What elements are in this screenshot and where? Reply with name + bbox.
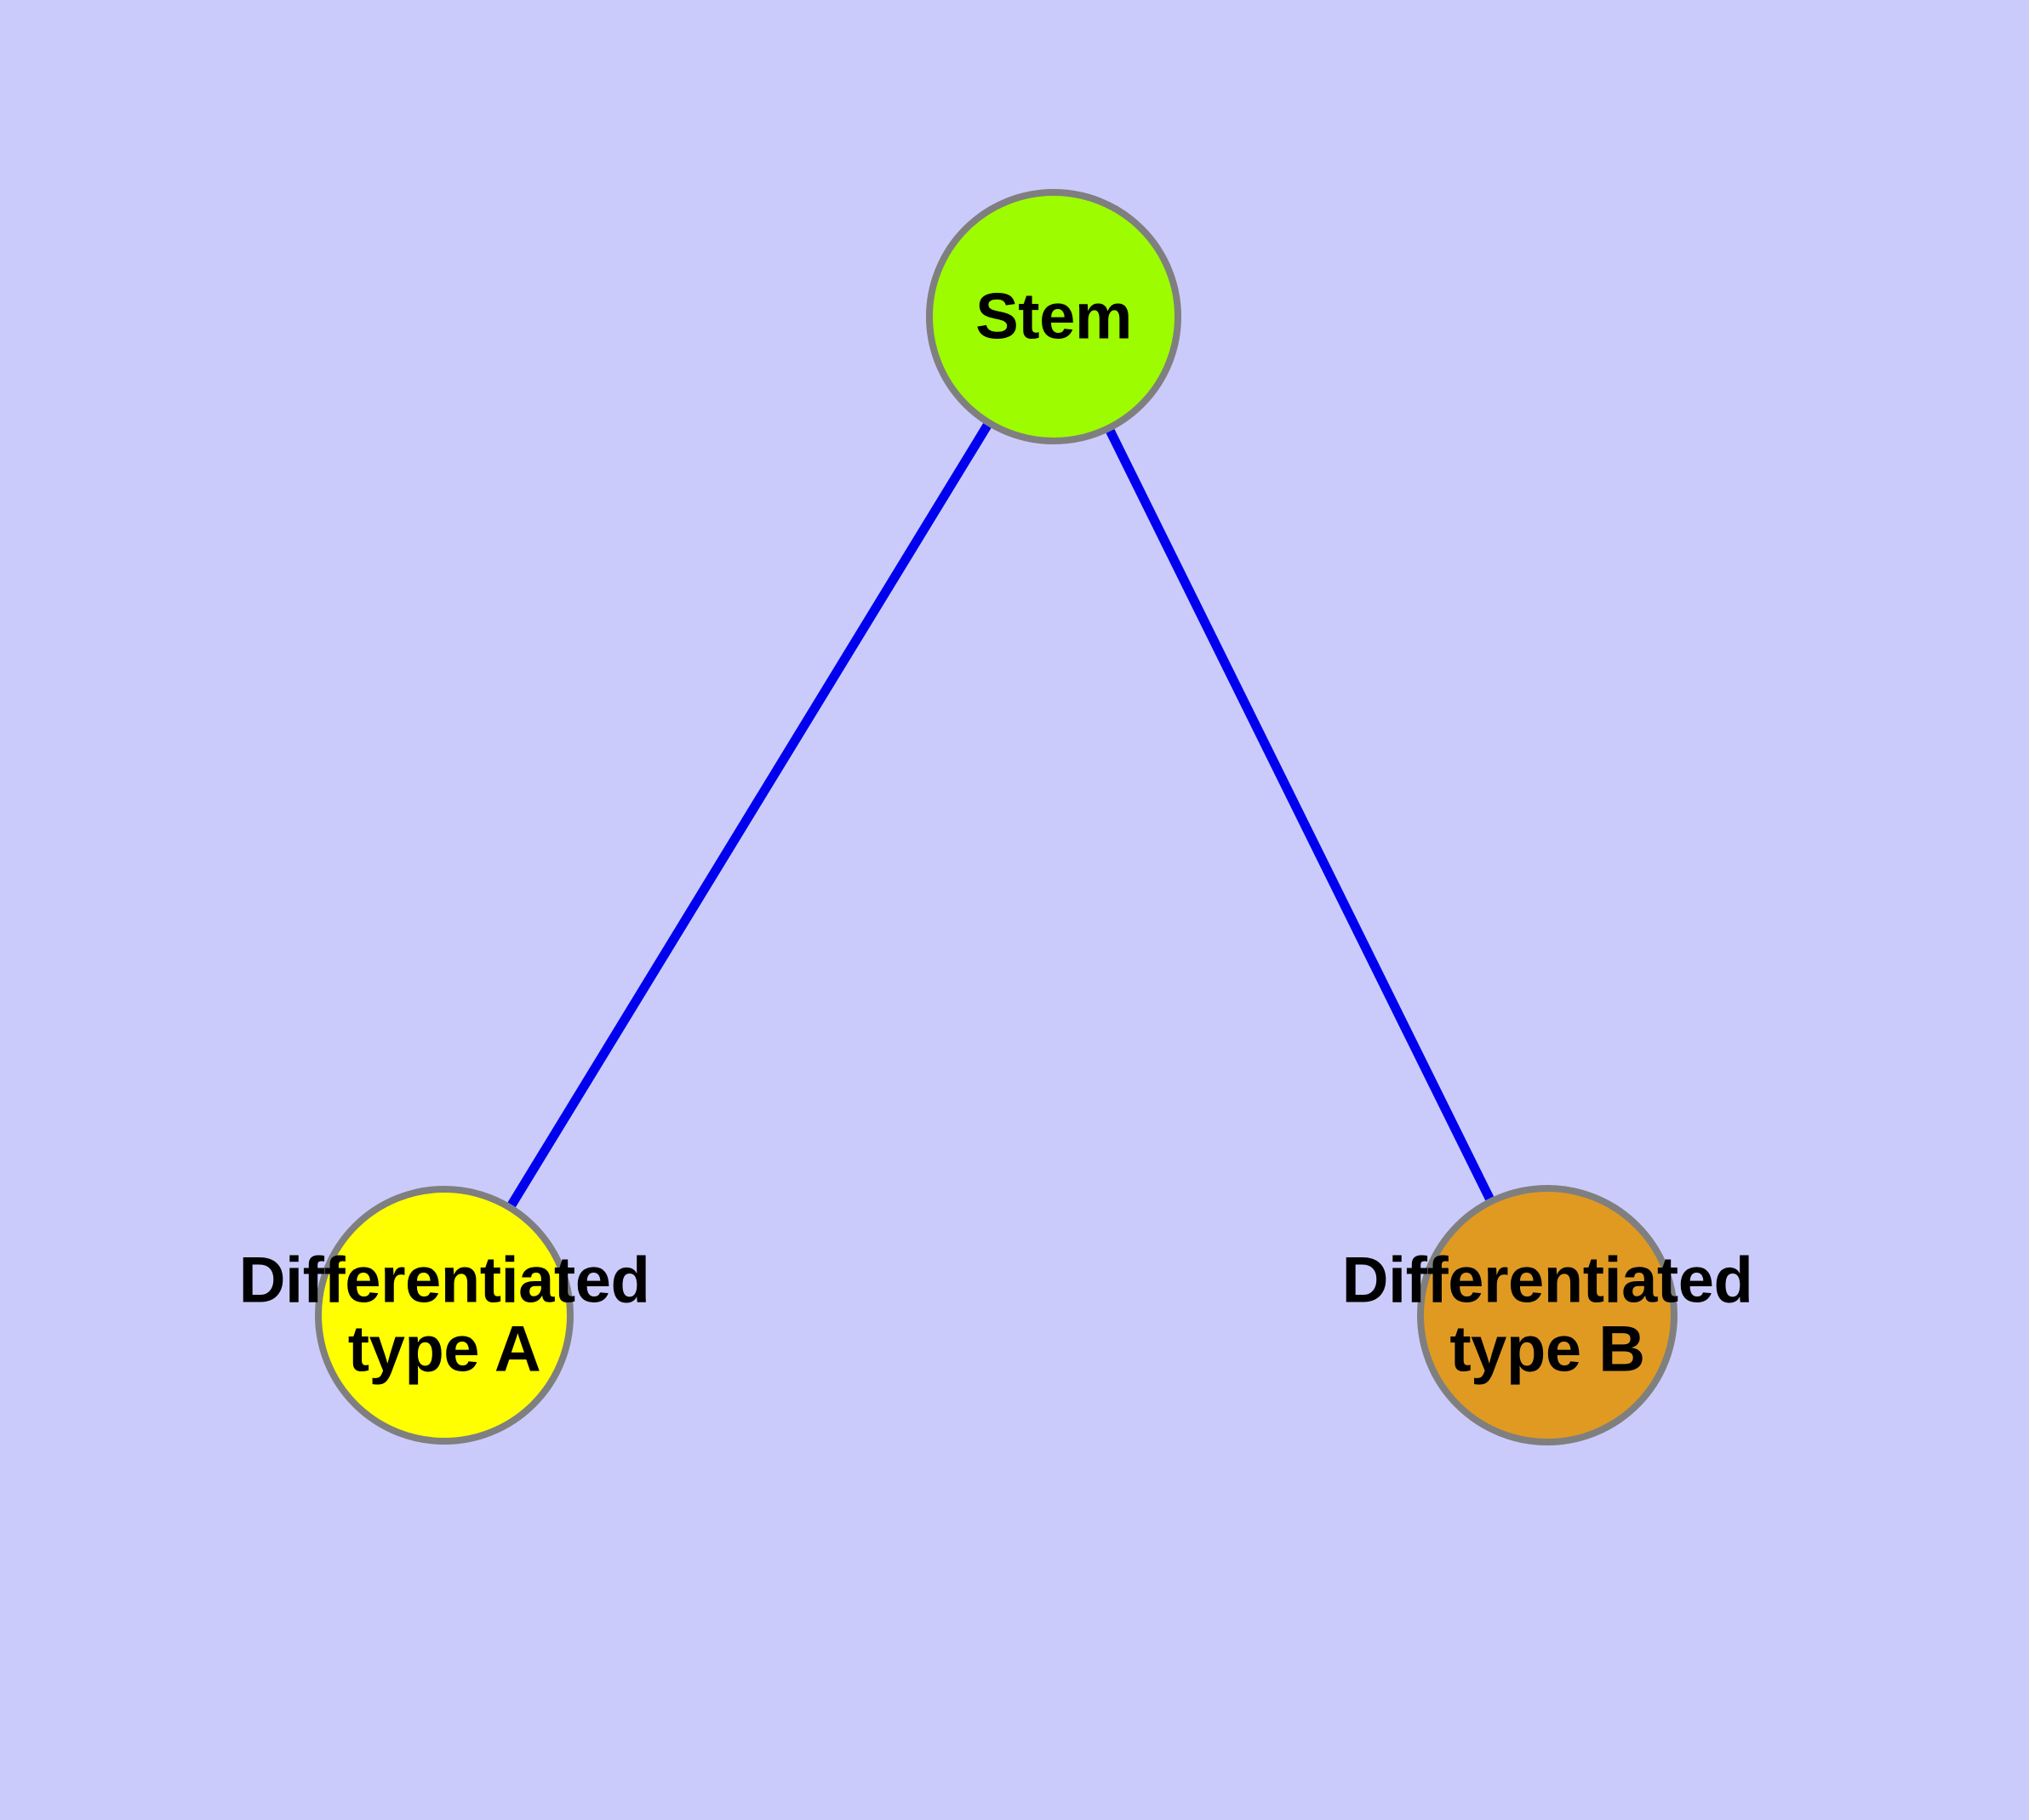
edge-stem-to-diff-b[interactable] xyxy=(1106,429,1495,1201)
node-diff-a[interactable] xyxy=(315,1186,574,1445)
edges-group xyxy=(507,423,1495,1208)
node-diff-b[interactable] xyxy=(1417,1185,1677,1445)
edge-stem-to-diff-a[interactable] xyxy=(507,423,992,1208)
nodes-group xyxy=(315,189,1677,1445)
node-stem[interactable] xyxy=(926,189,1181,444)
